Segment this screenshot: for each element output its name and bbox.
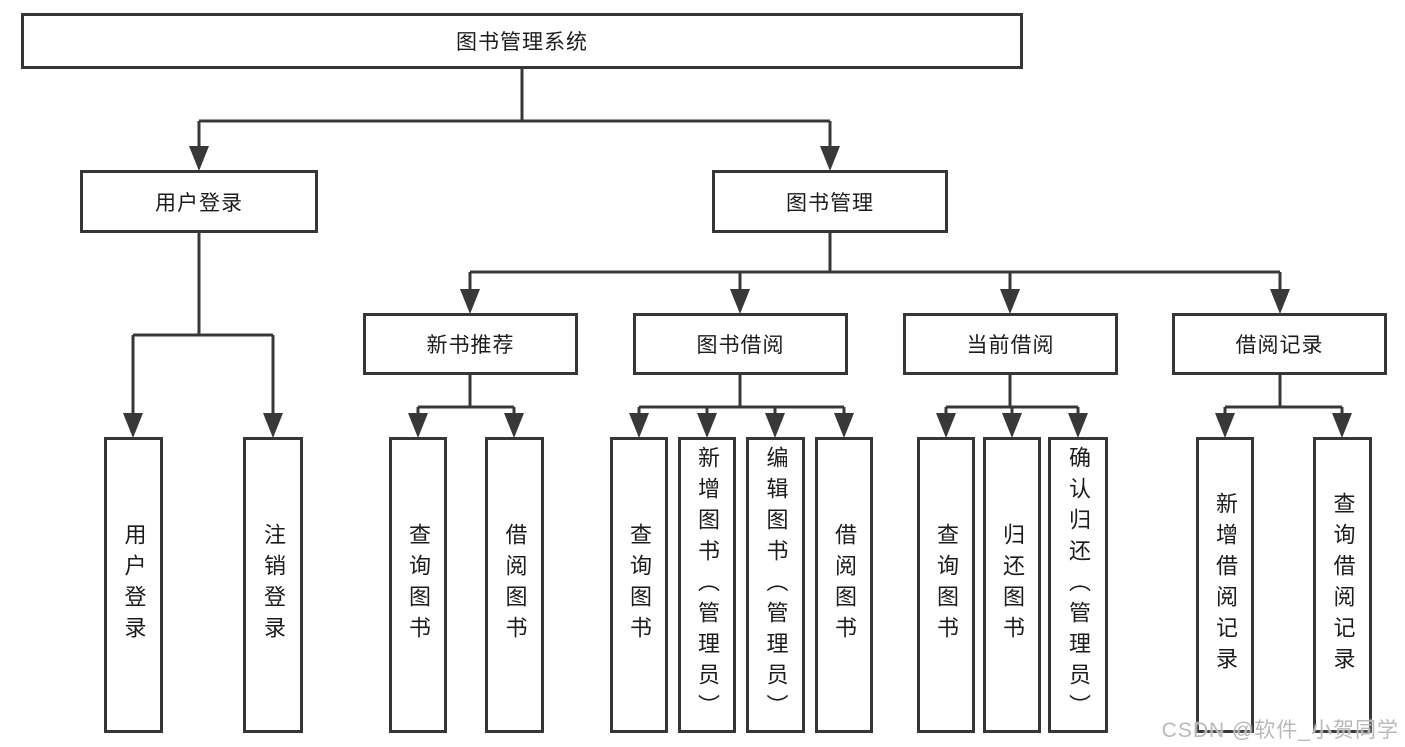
leaf-add-books-admin-label: 新增图书（管理员） bbox=[695, 445, 720, 725]
arrowheads bbox=[123, 146, 1352, 438]
leaf-return-books-label: 归还图书 bbox=[1000, 523, 1025, 647]
node-user-login-label: 用户登录 bbox=[155, 191, 243, 215]
leaf-confirm-return-admin: 确认归还（管理员） bbox=[1048, 437, 1108, 733]
node-book-borrowing: 图书借阅 bbox=[633, 313, 848, 375]
node-user-login: 用户登录 bbox=[80, 170, 318, 233]
node-library-system-label: 图书管理系统 bbox=[456, 31, 588, 54]
leaf-return-books: 归还图书 bbox=[983, 437, 1041, 733]
node-current-borrowing-label: 当前借阅 bbox=[966, 334, 1055, 357]
leaf-query-books-recommend: 查询图书 bbox=[389, 437, 447, 733]
leaf-confirm-return-admin-label: 确认归还（管理员） bbox=[1066, 445, 1091, 725]
leaf-add-books-admin: 新增图书（管理员） bbox=[678, 437, 736, 733]
leaf-user-login-label: 用户登录 bbox=[121, 523, 147, 647]
leaf-logout-label: 注销登录 bbox=[261, 523, 286, 647]
node-new-book-recommend-label: 新书推荐 bbox=[426, 334, 515, 357]
node-new-book-recommend: 新书推荐 bbox=[363, 313, 578, 375]
leaf-query-books-current-label: 查询图书 bbox=[934, 523, 959, 647]
node-borrowing-records-label: 借阅记录 bbox=[1235, 334, 1324, 357]
node-borrowing-records: 借阅记录 bbox=[1172, 313, 1387, 375]
node-book-borrowing-label: 图书借阅 bbox=[696, 334, 785, 357]
leaf-borrow-books-recommend-label: 借阅图书 bbox=[502, 523, 528, 647]
node-current-borrowing: 当前借阅 bbox=[903, 313, 1118, 375]
node-book-management-label: 图书管理 bbox=[786, 191, 874, 215]
leaf-borrow-books-recommend: 借阅图书 bbox=[485, 437, 544, 733]
leaf-borrow-books-label: 借阅图书 bbox=[832, 523, 857, 647]
leaf-query-books-borrow: 查询图书 bbox=[610, 437, 668, 733]
leaf-query-borrow-record: 查询借阅记录 bbox=[1313, 437, 1372, 733]
leaf-add-borrow-record: 新增借阅记录 bbox=[1196, 437, 1254, 733]
leaf-query-borrow-record-label: 查询借阅记录 bbox=[1330, 492, 1356, 678]
leaf-borrow-books: 借阅图书 bbox=[815, 437, 873, 733]
leaf-logout: 注销登录 bbox=[243, 437, 303, 733]
node-library-system: 图书管理系统 bbox=[21, 13, 1023, 69]
leaf-edit-books-admin-label: 编辑图书（管理员） bbox=[763, 445, 789, 725]
leaf-query-books-borrow-label: 查询图书 bbox=[627, 523, 652, 647]
leaf-add-borrow-record-label: 新增借阅记录 bbox=[1213, 492, 1238, 678]
leaf-query-books-recommend-label: 查询图书 bbox=[406, 523, 431, 647]
node-book-management: 图书管理 bbox=[712, 170, 948, 233]
csdn-watermark: CSDN @软件_小贺同学 bbox=[1161, 719, 1399, 742]
leaf-user-login: 用户登录 bbox=[104, 437, 163, 733]
leaf-edit-books-admin: 编辑图书（管理员） bbox=[746, 437, 805, 733]
leaf-query-books-current: 查询图书 bbox=[917, 437, 975, 733]
